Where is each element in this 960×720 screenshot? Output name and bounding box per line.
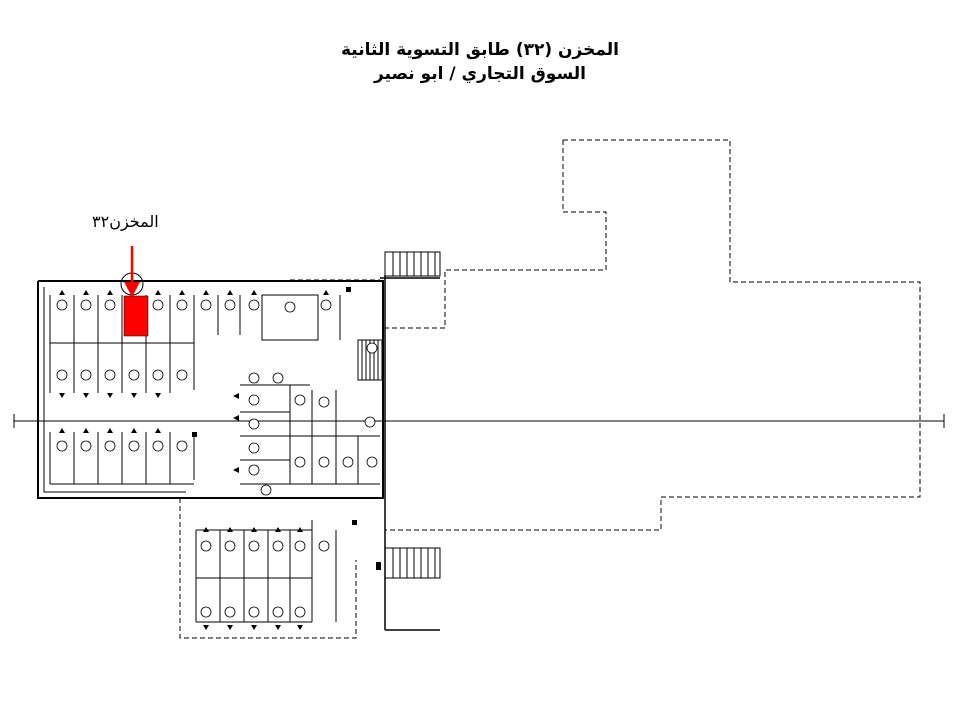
stairs-bottom <box>384 547 441 579</box>
page-title: المخزن (٣٢) طابق التسوية الثانية <box>341 40 619 60</box>
page-subtitle: السوق التجاري / ابو نصير <box>374 64 586 84</box>
callout-arrow <box>124 246 140 297</box>
callout-label: المخزن٣٢ <box>92 212 159 231</box>
stalls-upper-left <box>49 295 241 393</box>
stairs-top <box>384 251 441 277</box>
title-block: المخزن (٣٢) طابق التسوية الثانية السوق ا… <box>0 38 960 86</box>
axis-line <box>13 414 945 428</box>
stalls-center <box>240 294 380 485</box>
stalls-lower-left <box>49 432 195 485</box>
stalls-bottom <box>195 520 337 623</box>
column-marks <box>59 287 381 630</box>
store-32-highlight[interactable] <box>123 295 149 337</box>
dashed-outline <box>179 139 921 639</box>
stall-markers <box>56 299 378 618</box>
building-outline <box>37 280 384 499</box>
